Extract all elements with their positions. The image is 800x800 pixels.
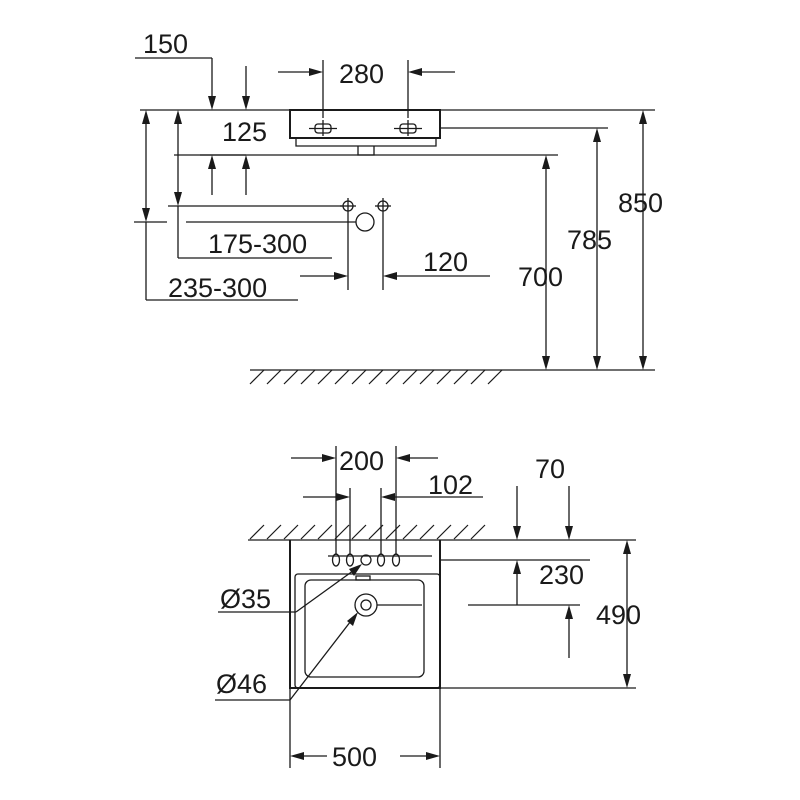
hatch-mark [283, 524, 299, 540]
hatch-mark [317, 369, 333, 385]
tap-hole-left-icon [309, 120, 337, 136]
hatch-mark [300, 524, 316, 540]
hatch-mark [402, 369, 418, 385]
hatch-mark [351, 369, 367, 385]
hatch-mark [249, 369, 265, 385]
dim-d46-label: Ø46 [216, 669, 267, 699]
dim-490-label: 490 [596, 600, 641, 630]
dim-500-label: 500 [332, 742, 377, 772]
hatch-mark [334, 369, 350, 385]
hatch-mark [453, 524, 469, 540]
hatch-mark [334, 524, 350, 540]
hatch-mark [368, 369, 384, 385]
hatch-mark [436, 524, 452, 540]
dim-120-label: 120 [423, 247, 468, 277]
water-supply-left-icon [340, 198, 356, 290]
hatch-mark [266, 524, 282, 540]
hatch-mark [419, 369, 435, 385]
tap-hole-icon [360, 554, 372, 566]
hatch-mark [402, 524, 418, 540]
dim-235-300-label: 235-300 [168, 273, 267, 303]
dim-125-label: 125 [222, 117, 267, 147]
dim-200-label: 200 [339, 446, 384, 476]
hatch-mark [470, 524, 486, 540]
hatch-mark [385, 369, 401, 385]
wall-line [248, 524, 636, 541]
basin-side-profile [289, 109, 441, 156]
floor-line [249, 369, 655, 385]
dim-150-label: 150 [143, 29, 188, 59]
side-view: 150 280 125 175-300 235-300 [134, 29, 663, 385]
dim-175-300-label: 175-300 [208, 229, 307, 259]
dim-785-label: 785 [567, 225, 612, 255]
hatch-mark [249, 524, 265, 540]
dim-850-label: 850 [618, 188, 663, 218]
dim-d35-label: Ø35 [220, 584, 271, 614]
hatch-mark [419, 524, 435, 540]
hatch-mark [300, 369, 316, 385]
waste-outlet-icon [355, 212, 375, 232]
hatch-mark [453, 369, 469, 385]
dim-102-label: 102 [428, 470, 473, 500]
hatch-mark [385, 524, 401, 540]
hatch-mark [351, 524, 367, 540]
basin-plan-outline [289, 540, 441, 689]
dim-230-label: 230 [539, 560, 584, 590]
dim-280-label: 280 [339, 59, 384, 89]
hatch-mark [266, 369, 282, 385]
dim-700-label: 700 [518, 262, 563, 292]
plan-view: 200 102 70 230 490 Ø35 [215, 446, 641, 772]
waste-outlet-plan-icon [354, 593, 422, 617]
tap-hole-right-icon [394, 120, 422, 136]
dim-70-label: 70 [535, 454, 565, 484]
hatch-mark [470, 369, 486, 385]
hatch-mark [283, 369, 299, 385]
hatch-mark [436, 369, 452, 385]
hatch-mark [317, 524, 333, 540]
water-supply-right-icon [375, 198, 391, 290]
hatch-mark [487, 369, 503, 385]
